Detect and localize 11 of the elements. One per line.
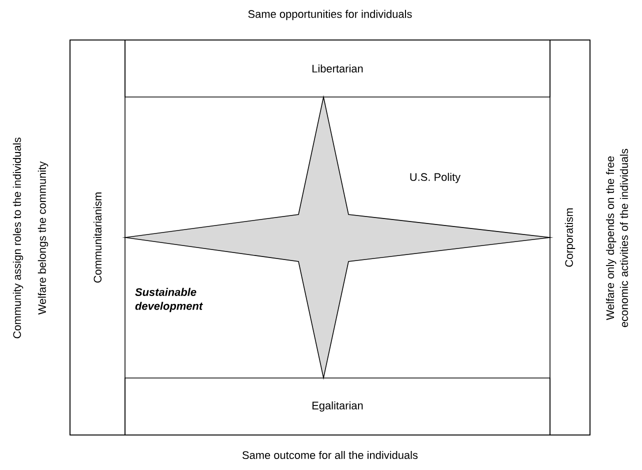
text-label: Same opportunities for individuals [248, 10, 412, 20]
text-label: Welfare only depends on the free economic activities of the individuals [606, 148, 628, 328]
text-label: Welfare belongs the community [38, 161, 48, 315]
text-label: U.S. Polity [410, 172, 461, 184]
text-label: Sustainable development [135, 288, 203, 312]
text-label: Community assign roles to the individuals [12, 138, 24, 338]
text-label: Same outcome for all the individuals [242, 450, 418, 460]
side-column: Communitarianism [70, 40, 126, 436]
band-box: Libertarian [124, 40, 550, 98]
band-box: Egalitarian [124, 378, 550, 436]
side-column: Corporatism [550, 40, 590, 436]
